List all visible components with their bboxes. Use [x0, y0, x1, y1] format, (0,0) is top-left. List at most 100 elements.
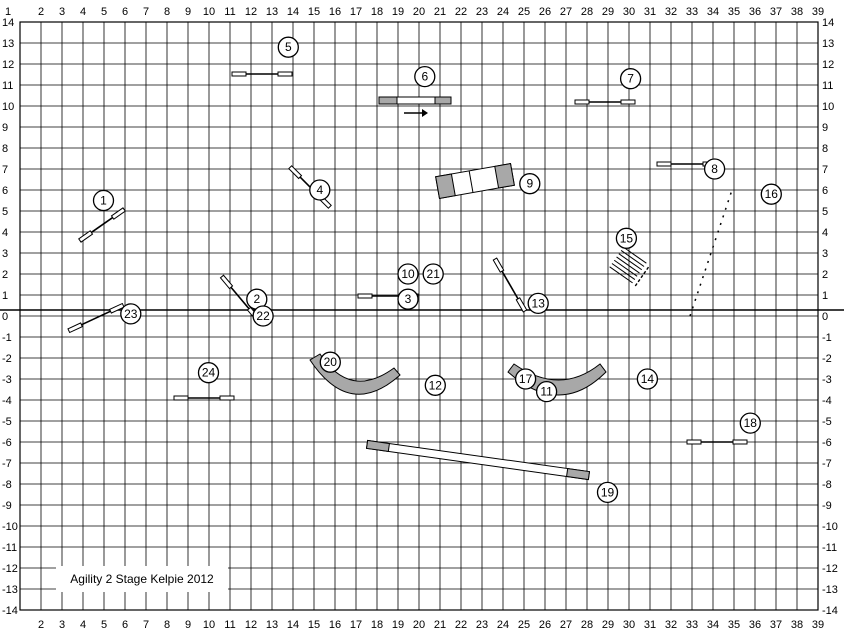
x-tick-label-top: 14	[287, 6, 299, 18]
x-tick-label-bottom: 21	[434, 619, 446, 631]
y-tick-label-right: 5	[822, 206, 828, 218]
x-tick-label-top: 22	[455, 6, 467, 18]
number-marker-23: 23	[120, 303, 142, 325]
marker-circle	[197, 362, 220, 384]
x-tick-label-top: 33	[686, 6, 698, 18]
y-tick-label-right: -7	[822, 458, 832, 470]
wing-left	[231, 71, 247, 77]
number-marker-15: 15	[615, 227, 638, 249]
marker-label: 15	[620, 231, 634, 245]
x-tick-label-top: 13	[266, 6, 278, 18]
y-tick-label-right: -12	[822, 563, 838, 575]
x-tick-label-top: 8	[164, 6, 170, 18]
marker-circle	[414, 65, 436, 88]
table-divider	[468, 170, 474, 193]
x-tick-label-bottom: 4	[80, 619, 86, 631]
marker-circle	[535, 380, 558, 403]
x-tick-label-top: 18	[371, 6, 383, 18]
wing-left	[492, 257, 505, 273]
obstacle-table-9	[435, 162, 515, 200]
number-marker-12: 12	[424, 374, 446, 396]
x-tick-label-top: 4	[80, 6, 86, 18]
x-tick-label-top: 20	[413, 6, 425, 18]
x-tick-label-bottom: 26	[539, 619, 551, 631]
wing-left	[78, 230, 94, 243]
wing-left	[574, 99, 590, 105]
number-marker-6: 6	[414, 65, 436, 88]
x-tick-label-bottom: 12	[245, 619, 257, 631]
number-marker-17: 17	[514, 368, 537, 390]
x-tick-label-top: 17	[350, 6, 362, 18]
x-tick-label-bottom: 2	[38, 619, 44, 631]
marker-circle	[703, 158, 726, 180]
y-tick-label-left: -1	[2, 332, 12, 344]
marker-circle	[277, 36, 299, 58]
y-tick-label-right: 11	[822, 80, 833, 92]
x-tick-label-top: 10	[203, 6, 215, 18]
x-tick-label-top: 29	[602, 6, 614, 18]
number-marker-1: 1	[92, 189, 115, 212]
x-tick-label-bottom: 39	[812, 619, 824, 631]
x-tick-label-top: 26	[539, 6, 551, 18]
tire-slat	[611, 263, 636, 280]
x-tick-label-bottom: 24	[497, 619, 509, 631]
wing-right	[277, 71, 293, 77]
y-tick-label-left: 10	[2, 101, 14, 113]
x-tick-label-bottom: 13	[266, 619, 278, 631]
grid	[0, 21, 844, 611]
x-tick-label-top: 31	[644, 6, 656, 18]
number-marker-9: 9	[519, 173, 541, 195]
x-tick-label-top: 5	[101, 6, 107, 18]
x-tick-label-top: 12	[245, 6, 257, 18]
x-tick-label-top: 32	[665, 6, 677, 18]
y-tick-label-left: 2	[2, 269, 8, 281]
y-tick-label-left: -7	[2, 458, 12, 470]
marker-circle	[397, 288, 419, 310]
x-tick-label-top: 19	[392, 6, 404, 18]
number-marker-13: 13	[527, 292, 549, 315]
y-tick-label-left: -5	[2, 416, 12, 428]
x-tick-label-bottom: 32	[665, 619, 677, 631]
x-tick-label-bottom: 36	[749, 619, 761, 631]
x-tick-label-bottom: 8	[164, 619, 170, 631]
x-tick-label-bottom: 10	[203, 619, 215, 631]
number-marker-8: 8	[703, 158, 726, 180]
marker-label: 2	[253, 292, 260, 306]
y-tick-label-right: -3	[822, 374, 832, 386]
number-marker-19: 19	[596, 481, 619, 504]
x-tick-label-top: 11	[224, 6, 235, 18]
x-tick-label-bottom: 30	[623, 619, 635, 631]
marker-label: 5	[285, 40, 292, 54]
x-tick-label-bottom: 27	[560, 619, 572, 631]
marker-label: 11	[540, 385, 553, 399]
tire-slat	[618, 253, 643, 271]
y-tick-label-right: -10	[822, 521, 838, 533]
marker-circle	[519, 173, 541, 195]
x-tick-label-top: 38	[791, 6, 803, 18]
x-tick-label-top: 25	[518, 6, 530, 18]
x-tick-label-top: 3	[59, 6, 65, 18]
marker-circle	[514, 368, 537, 390]
x-tick-label-top: 39	[812, 6, 824, 18]
y-tick-label-right: -11	[822, 542, 837, 554]
y-tick-label-left: 8	[2, 143, 8, 155]
y-tick-label-left: -2	[2, 353, 12, 365]
y-tick-label-left: -10	[2, 521, 18, 533]
x-tick-label-top: 1	[5, 6, 11, 18]
y-tick-label-right: 6	[822, 185, 828, 197]
y-tick-label-right: -4	[822, 395, 832, 407]
arrow-head	[422, 109, 428, 117]
y-tick-label-right: -8	[822, 479, 832, 491]
wing-left	[173, 395, 189, 401]
tire-slat	[616, 256, 640, 274]
wing-left	[357, 293, 373, 299]
x-tick-label-bottom: 7	[143, 619, 149, 631]
wing-left	[656, 161, 672, 167]
x-tick-label-bottom: 9	[185, 619, 191, 631]
marker-label: 1	[100, 194, 107, 208]
x-tick-label-bottom: 35	[728, 619, 740, 631]
marker-label: 21	[427, 267, 441, 281]
y-tick-label-right: -1	[822, 332, 832, 344]
